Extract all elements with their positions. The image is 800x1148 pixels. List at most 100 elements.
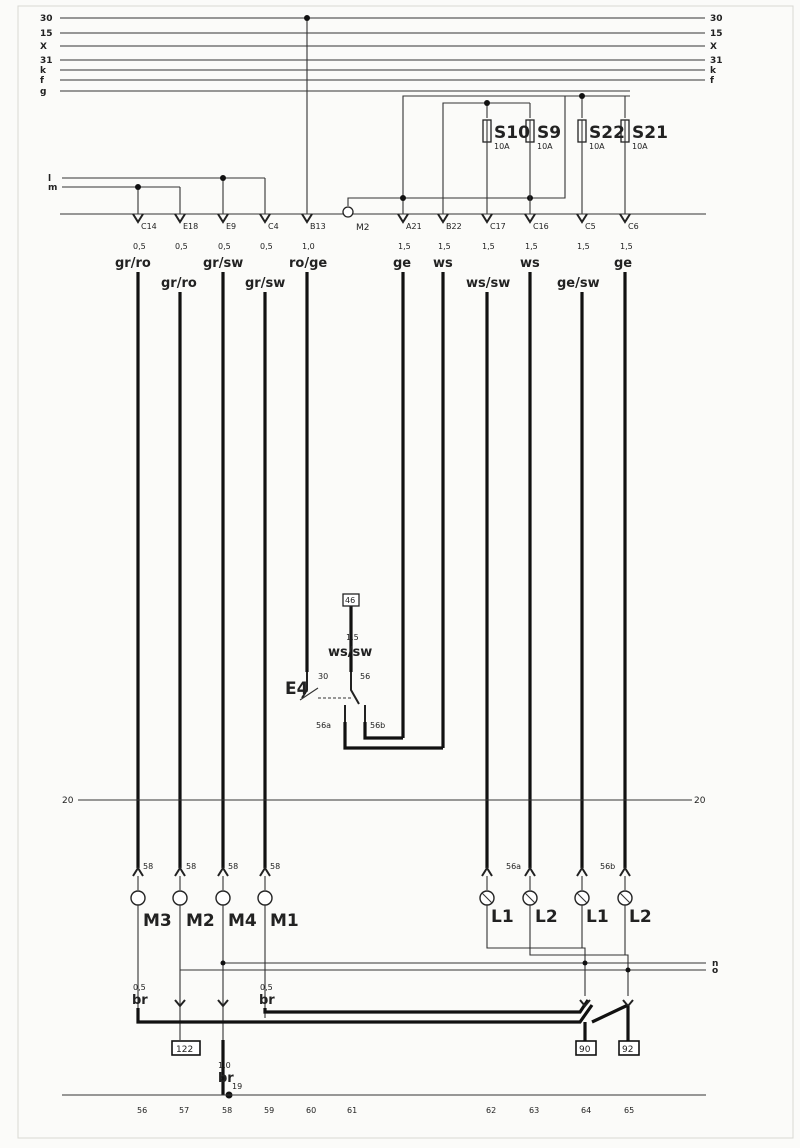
ground-bus-upper	[263, 999, 590, 1014]
ref-46-label: 46	[345, 596, 355, 605]
terminal-label: E9	[226, 222, 236, 231]
junction-dot	[579, 93, 585, 99]
motor-symbols: M3 M2 M4 M1	[130, 890, 299, 1040]
junction-dot	[400, 195, 406, 201]
terminal-labels: C14 E18 E9 C4 B13 A21 B22 C17 C16 C5 C6	[141, 222, 639, 231]
fuse-s21-rating: 10A	[632, 142, 648, 151]
switch-wire-size: 1,5	[346, 633, 359, 642]
page-number: 62	[486, 1106, 496, 1115]
arrow-mark	[576, 866, 588, 877]
ground-boxes: 122 90 92	[171, 1040, 640, 1056]
line-o-label: o	[712, 966, 718, 976]
feed-b22	[442, 102, 488, 214]
ref-line-20: 20 20	[62, 796, 706, 806]
bus-labels-left: 30 15 X 31 k f g	[40, 14, 53, 97]
wire-color: gr/ro	[115, 256, 151, 271]
arrow-mark	[619, 866, 631, 877]
ground-box-92	[618, 1040, 640, 1056]
arrow-marks	[132, 866, 631, 877]
ref-box-46	[342, 593, 360, 607]
terminal-mark	[132, 213, 144, 224]
terminal-marks	[132, 213, 631, 224]
arrow-mark	[132, 866, 144, 877]
fuse-s10: S10 10A	[482, 119, 530, 151]
switch-e4: 46 1,5 ws/sw E4 30 56 56a 56b	[285, 593, 385, 730]
terminal-label: C4	[268, 222, 279, 231]
motor-pin: 58	[186, 862, 196, 871]
ground-wire-size: 0,5	[260, 983, 273, 992]
bus-label-left-31: 31	[40, 56, 53, 66]
motor-pin: 58	[270, 862, 280, 871]
bus-label-left-x: X	[40, 42, 47, 52]
terminal-mark	[524, 213, 536, 224]
ground-box-90	[575, 1040, 597, 1056]
page-border	[17, 5, 794, 1139]
fuse-s21: S21 10A	[620, 119, 668, 151]
switch-pin-56a: 56a	[316, 721, 331, 730]
arrow-mark	[259, 866, 271, 877]
fuse-s10-rating: 10A	[494, 142, 510, 151]
terminal-label: C14	[141, 222, 157, 231]
motor-symbol	[257, 890, 273, 906]
bus-label-right-30: 30	[710, 14, 723, 24]
lamp-label: L1	[586, 907, 609, 927]
motor-label: M4	[228, 911, 257, 931]
switch-actuator	[299, 687, 319, 701]
ground-wire-color: br	[218, 1071, 234, 1086]
fuse-s22-name: S22	[589, 123, 625, 143]
wire-color: gr/sw	[203, 256, 243, 271]
terminal-label: C6	[628, 222, 639, 231]
fuse-s10-name: S10	[494, 123, 530, 143]
bus-label-right-k: k	[710, 66, 717, 76]
switch-pin-56b: 56b	[370, 721, 385, 730]
lamp-symbols: L1 L2 L1 L2	[479, 890, 652, 996]
fuse-s22: S22 10A	[577, 119, 625, 151]
switch-pin-56: 56	[360, 672, 370, 681]
ground-box-label: 90	[579, 1045, 591, 1055]
bus-label-right-f: f	[710, 76, 714, 86]
bus-label-right-x: X	[710, 42, 717, 52]
wire-color: ge	[393, 256, 411, 271]
terminal-label: C5	[585, 222, 596, 231]
wire-size: 0,5	[175, 242, 188, 251]
wire-color: ws	[433, 256, 453, 271]
switch-contact-56	[350, 672, 360, 705]
connector-m2-socket	[342, 206, 354, 218]
ground-bus-right	[591, 1003, 629, 1024]
arrow-mark	[174, 866, 186, 877]
wire-size: 1,5	[577, 242, 590, 251]
ground-bus	[136, 1004, 594, 1024]
wire-color-labels: gr/ro gr/ro gr/sw gr/sw ro/ge ge ws ws/s…	[115, 256, 632, 291]
page-number: 61	[347, 1106, 357, 1115]
wire-color: ro/ge	[289, 256, 327, 271]
wire-size: 1,5	[398, 242, 411, 251]
bus-label-right-15: 15	[710, 29, 723, 39]
line-n-label: n	[712, 959, 718, 969]
terminal-mark	[576, 213, 588, 224]
ground-wire-size: 1,0	[218, 1061, 231, 1070]
fuse-s9-rating: 10A	[537, 142, 553, 151]
wire-56a-b22	[343, 722, 443, 750]
connector-m2-label: M2	[356, 223, 370, 233]
lamp-filament	[576, 892, 588, 904]
ground-point-label: 19	[232, 1082, 242, 1091]
switch-contact-30	[301, 672, 308, 699]
motor-symbol	[130, 890, 146, 906]
page-number: 59	[264, 1106, 274, 1115]
lamp-label: L2	[629, 907, 652, 927]
ground-box-label: 122	[176, 1045, 193, 1055]
ground-wire-color: br	[259, 993, 275, 1008]
bus-label-right-31: 31	[710, 56, 723, 66]
bus-label-left-15: 15	[40, 29, 53, 39]
wire-color: ge/sw	[557, 276, 600, 291]
terminal-label: C17	[490, 222, 506, 231]
terminal-label: E18	[183, 222, 198, 231]
wire-size: 0,5	[260, 242, 273, 251]
pin-labels: 58 58 58 58 56a 56b	[143, 862, 615, 871]
lamp-pin: 56a	[506, 862, 521, 871]
fuse-feeds	[347, 93, 630, 214]
ground-box-122	[171, 1040, 201, 1056]
short-links	[137, 876, 626, 890]
motor-label: M2	[186, 911, 215, 931]
